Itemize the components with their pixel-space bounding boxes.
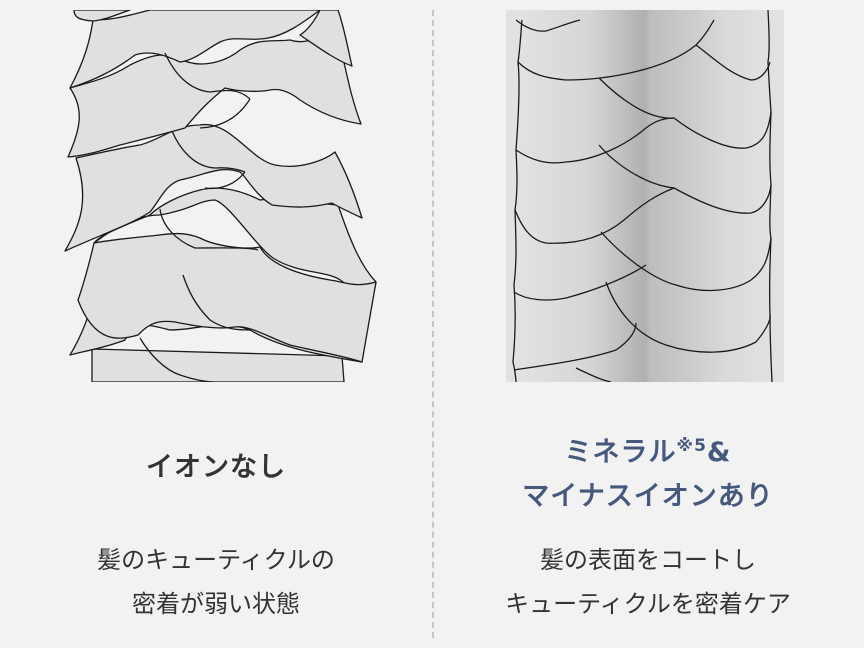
description-line: 髪のキューティクルの [97,546,335,574]
description-line: 髪の表面をコートし [540,546,756,574]
title-line-1: ミネラル※5& [564,436,732,468]
title-without-ions: イオンなし [146,452,286,483]
center-divider [432,10,434,638]
title-with-mineral-ions: ミネラル※5& マイナスイオンあり [432,424,864,519]
description-with-mineral-ions: 髪の表面をコートし キューティクルを密着ケア [432,538,864,626]
damaged-cuticle-illustration [64,10,378,382]
coated-cuticle-illustration [506,10,784,382]
title-line-2: マイナスイオンあり [522,481,774,512]
panel-without-ions: イオンなし 髪のキューティクルの 密着が弱い状態 [0,10,432,626]
description-line: キューティクルを密着ケア [505,590,791,618]
description-without-ions: 髪のキューティクルの 密着が弱い状態 [0,538,432,626]
panel-with-mineral-ions: ミネラル※5& マイナスイオンあり 髪の表面をコートし キューティクルを密着ケア [432,0,864,648]
footnote-marker: ※5 [676,436,707,456]
description-line: 密着が弱い状態 [132,590,300,618]
